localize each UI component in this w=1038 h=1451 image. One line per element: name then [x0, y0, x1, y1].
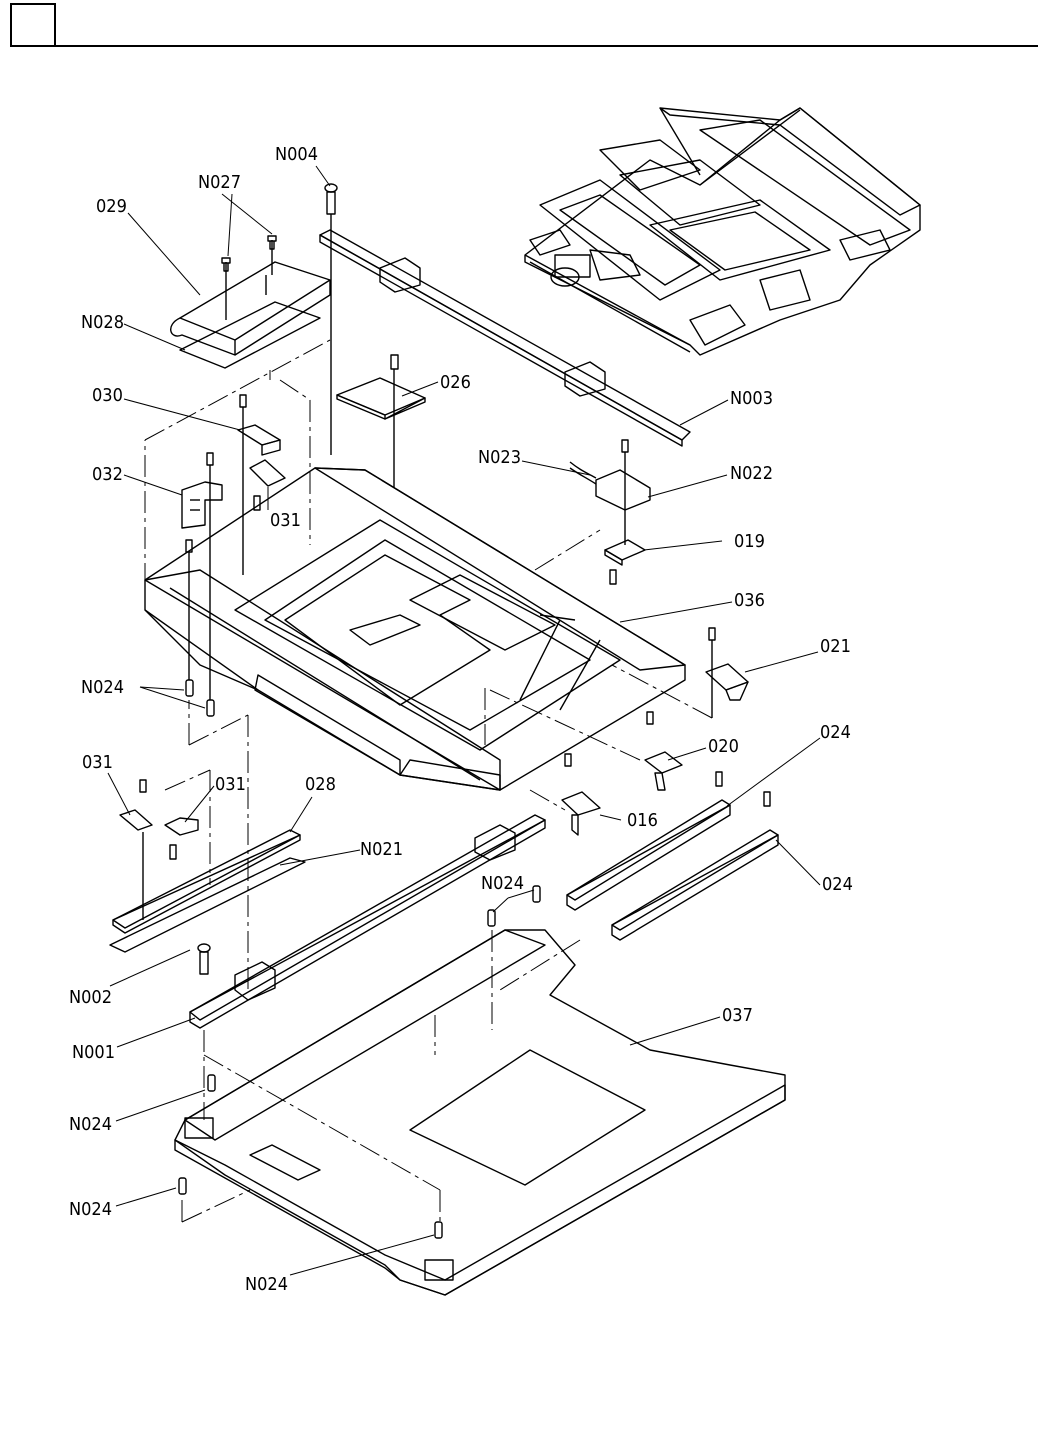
label-029: 029: [96, 196, 127, 217]
label-019: 019: [734, 531, 765, 552]
label-N024-left: N024: [81, 677, 124, 698]
cover-029-illustration: [171, 236, 330, 368]
label-N003: N003: [730, 388, 773, 409]
bracket-021-illustration: [706, 628, 748, 718]
label-N004: N004: [275, 144, 318, 165]
assembled-unit-illustration: [525, 108, 920, 355]
bracket-016-illustration: [562, 754, 600, 835]
label-020: 020: [708, 736, 739, 757]
plate-028-illustration: [113, 830, 300, 933]
label-N028: N028: [81, 312, 124, 333]
label-N024-bottom-left: N024: [69, 1199, 112, 1220]
bracket-020-illustration: [645, 712, 682, 790]
label-031-upper: 031: [270, 510, 301, 531]
label-026: 026: [440, 372, 471, 393]
label-N001: N001: [72, 1042, 115, 1063]
main-frame-036-illustration: [145, 468, 685, 790]
label-032: 032: [92, 464, 123, 485]
base-plate-037-illustration: [175, 930, 785, 1295]
label-037: 037: [722, 1005, 753, 1026]
label-021: 021: [820, 636, 851, 657]
label-N022: N022: [730, 463, 773, 484]
bracket-031-lower-right-illustration: [165, 818, 198, 859]
plate-019-illustration: [605, 540, 645, 584]
label-031-lower-left: 031: [82, 752, 113, 773]
label-N021: N021: [360, 839, 403, 860]
label-N002: N002: [69, 987, 112, 1008]
label-N024-lower-left: N024: [69, 1114, 112, 1135]
sensor-N022-illustration: [570, 440, 650, 545]
label-024-upper: 024: [820, 722, 851, 743]
bracket-031-lower-left-illustration: [120, 780, 152, 920]
label-030: 030: [92, 385, 123, 406]
label-016: 016: [627, 810, 658, 831]
label-N024-bottom: N024: [245, 1274, 288, 1295]
label-031-lower-right: 031: [215, 774, 246, 795]
label-028: 028: [305, 774, 336, 795]
label-N023: N023: [478, 447, 521, 468]
label-024-lower: 024: [822, 874, 853, 895]
label-036: 036: [734, 590, 765, 611]
label-N024-center: N024: [481, 873, 524, 894]
label-N027: N027: [198, 172, 241, 193]
